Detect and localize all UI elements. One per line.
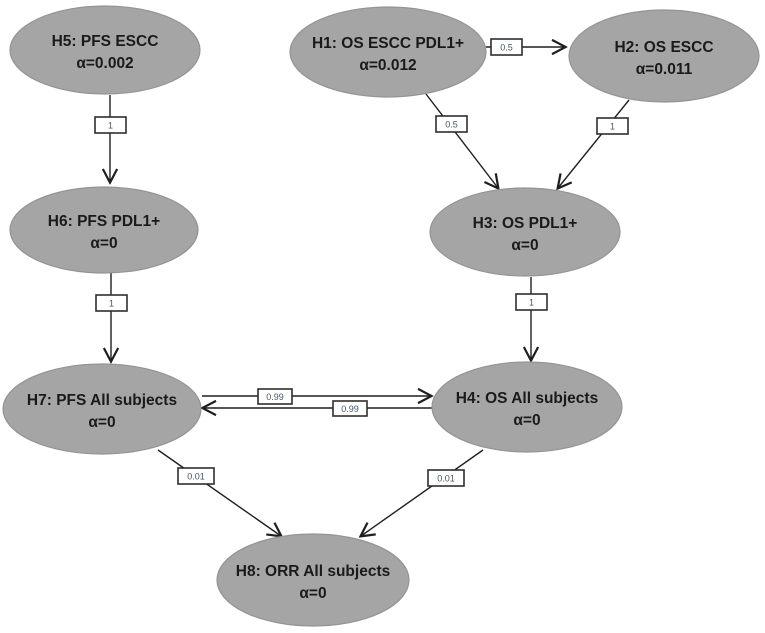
node-h2: H2: OS ESCC α=0.011 xyxy=(568,9,760,103)
node-h6-ellipse xyxy=(9,186,199,274)
edge-weight-label: 1 xyxy=(529,298,534,308)
edge-h4-h8: 0.01 xyxy=(361,449,484,536)
edge-weight-label: 0.5 xyxy=(500,43,513,53)
edge-weight-box xyxy=(95,294,128,312)
node-h6: H6: PFS PDL1+ α=0 xyxy=(9,186,199,274)
edge-weight-label: 1 xyxy=(109,299,114,309)
node-h8-ellipse xyxy=(216,533,410,627)
edge-h2-h3: 1 xyxy=(558,99,630,188)
node-h1-ellipse xyxy=(289,6,487,98)
node-title: H2: OS ESCC xyxy=(614,39,713,56)
edge-h6-h7: 1 xyxy=(95,273,128,361)
edge-h5-h6: 1 xyxy=(94,95,127,182)
edge-weight-box xyxy=(427,469,465,487)
node-alpha: α=0 xyxy=(513,412,540,429)
edge-h1-h2: 0.5 xyxy=(484,38,565,56)
node-title: H3: OS PDL1+ xyxy=(473,215,578,232)
node-h1: H1: OS ESCC PDL1+ α=0.012 xyxy=(289,6,487,98)
node-alpha: α=0.012 xyxy=(359,57,416,74)
node-title: H5: PFS ESCC xyxy=(52,33,159,50)
node-h3-ellipse xyxy=(429,187,621,277)
node-title: H1: OS ESCC PDL1+ xyxy=(312,35,464,52)
edge-weight-box xyxy=(257,388,293,405)
node-h3: H3: OS PDL1+ α=0 xyxy=(429,187,621,277)
node-h2-ellipse xyxy=(568,9,760,103)
node-title: H6: PFS PDL1+ xyxy=(48,213,160,230)
node-alpha: α=0 xyxy=(299,585,326,602)
edge-h4-h7: 0.99 xyxy=(203,400,433,417)
node-h5-ellipse xyxy=(9,5,201,95)
edge-h7-h8: 0.01 xyxy=(157,449,281,536)
edge-weight-label: 0.01 xyxy=(437,474,455,484)
edge-weight-label: 1 xyxy=(108,121,113,131)
edge-weight-label: 0.99 xyxy=(266,392,284,402)
edge-weight-box xyxy=(490,38,523,56)
node-alpha: α=0 xyxy=(88,414,115,431)
edge-weight-box xyxy=(177,467,215,485)
edge-h3-h4: 1 xyxy=(515,277,548,360)
node-title: H7: PFS All subjects xyxy=(27,392,177,409)
node-h5: H5: PFS ESCC α=0.002 xyxy=(9,5,201,95)
node-h8: H8: ORR All subjects α=0 xyxy=(216,533,410,627)
edge-weight-label: 0.99 xyxy=(341,404,359,414)
node-title: H8: ORR All subjects xyxy=(236,563,390,580)
edge-h1-h3: 0.5 xyxy=(425,93,498,188)
node-alpha: α=0.011 xyxy=(636,61,693,78)
edge-weight-label: 1 xyxy=(610,122,615,132)
edge-weight-box xyxy=(435,115,468,133)
node-h4-ellipse xyxy=(431,361,623,453)
node-alpha: α=0.002 xyxy=(76,55,133,72)
node-h7-ellipse xyxy=(2,363,202,455)
node-title: H4: OS All subjects xyxy=(456,390,598,407)
edge-weight-box xyxy=(332,400,368,417)
edge-weight-label: 0.01 xyxy=(187,472,205,482)
node-h7: H7: PFS All subjects α=0 xyxy=(2,363,202,455)
node-alpha: α=0 xyxy=(90,235,117,252)
edge-h7-h4: 0.99 xyxy=(202,388,431,405)
edge-weight-box xyxy=(515,293,548,311)
node-alpha: α=0 xyxy=(511,237,538,254)
node-h4: H4: OS All subjects α=0 xyxy=(431,361,623,453)
edge-weight-label: 0.5 xyxy=(445,120,458,130)
edge-weight-box xyxy=(596,117,629,135)
edge-weight-box xyxy=(94,116,127,134)
